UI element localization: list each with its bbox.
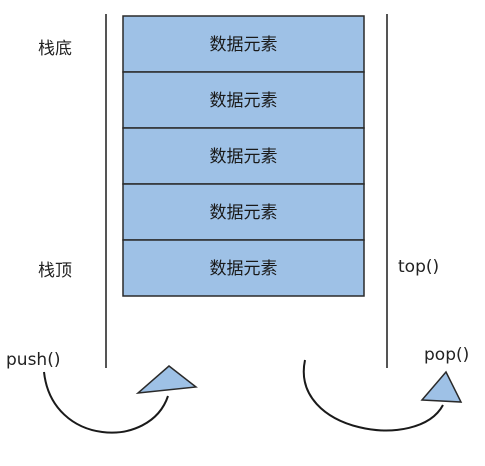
stack-element-cell [122,239,365,297]
stack-element-cell [122,71,365,129]
stack-element-label: 数据元素 [210,147,278,167]
stack-bottom-label: 栈底 [38,39,72,59]
pop-arrow-curve [302,359,444,432]
push-arrow-head [135,365,198,394]
push-arrow-curve [43,371,169,434]
pop-arrow-head [420,370,463,403]
stack-element-cell [122,15,365,73]
stack-top-label: 栈顶 [38,261,72,281]
stack-element-label: 数据元素 [210,203,278,223]
stack-element-cell [122,183,365,241]
stack-element-label: 数据元素 [210,259,278,279]
stack-element-label: 数据元素 [210,35,278,55]
stack-element-label: 数据元素 [210,91,278,111]
stack-element-cell [122,127,365,185]
top-function-label: top() [398,257,439,277]
push-function-label: push() [6,350,60,370]
pop-function-label: pop() [424,345,469,365]
